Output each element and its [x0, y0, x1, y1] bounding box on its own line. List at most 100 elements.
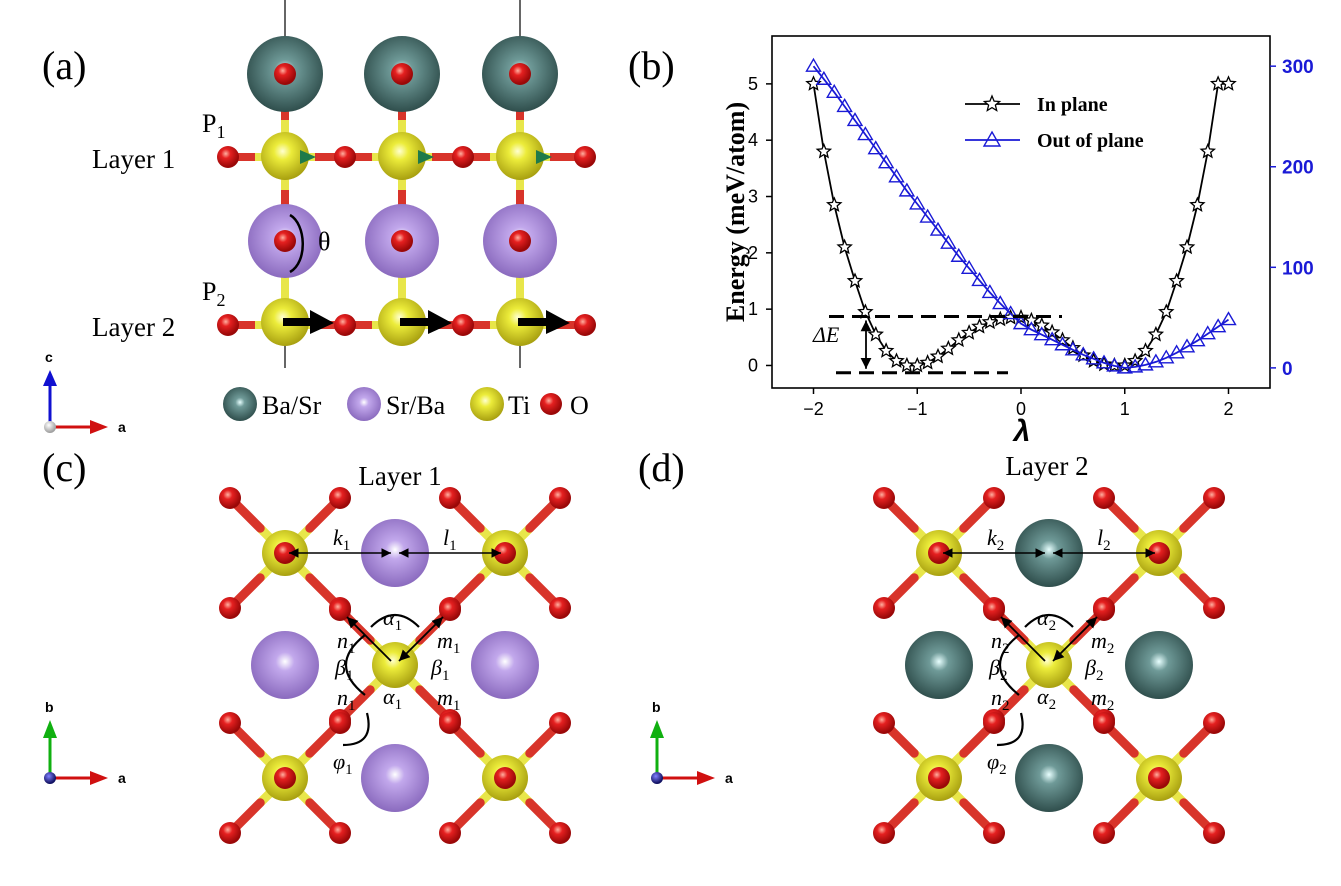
o-atom	[1203, 712, 1225, 734]
m-label: m2	[1091, 628, 1114, 657]
o-atom	[1203, 822, 1225, 844]
x-tick-label: 0	[1016, 399, 1026, 419]
series-lines	[805, 57, 1237, 374]
o-atom	[494, 542, 516, 564]
polarization-arrow	[400, 310, 452, 334]
panel-c-label: (c)	[42, 445, 86, 490]
polarization-arrow	[518, 150, 552, 164]
ti-atom	[378, 132, 426, 180]
data-point	[1199, 142, 1217, 159]
axis-arrow-right	[90, 771, 108, 785]
data-point	[940, 339, 957, 356]
axis-arrow-up	[650, 720, 664, 738]
m-label: m2	[1091, 685, 1114, 714]
sr-ba-atom	[471, 631, 539, 699]
sr-ba-legend-swatch	[347, 387, 381, 421]
data-point	[836, 98, 853, 113]
panel-d-label: (d)	[638, 445, 685, 490]
layer1-label: Layer 1	[92, 144, 175, 174]
o-atom	[1093, 599, 1115, 621]
o-atom	[329, 822, 351, 844]
o-atom	[274, 767, 296, 789]
axis-b-label: b	[652, 699, 661, 715]
m-distance-arrow	[1052, 616, 1098, 662]
o-atom	[219, 487, 241, 509]
o-atom	[1093, 822, 1115, 844]
beta-arc	[344, 634, 366, 696]
o-atom	[274, 542, 296, 564]
data-point	[1033, 326, 1050, 341]
beta-label: β1	[334, 655, 353, 684]
phi-arc	[342, 712, 370, 747]
axis-a-label: a	[725, 770, 733, 786]
data-point	[950, 247, 967, 262]
o-atom	[983, 822, 1005, 844]
o-atom	[439, 599, 461, 621]
o-atom	[217, 314, 239, 336]
y-tick-label: 4	[748, 130, 758, 150]
k-label: k2	[987, 525, 1004, 554]
o-atom	[1093, 712, 1115, 734]
n-label: n2	[991, 628, 1010, 657]
o-atom	[928, 542, 950, 564]
data-point	[815, 142, 833, 159]
polarization-arrows-layer2	[283, 310, 570, 334]
panel-a: (a) θ P1 P2 Layer 1 Layer 2 Ba/Sr Sr/	[42, 0, 596, 435]
data-point	[908, 356, 926, 373]
o-atom	[574, 314, 596, 336]
axis-triad-ba: ba	[43, 699, 126, 786]
theta-arc	[289, 213, 304, 274]
legend-label: Out of plane	[1037, 130, 1144, 152]
data-point	[971, 317, 988, 334]
o-atom	[1203, 487, 1225, 509]
sr-ba-atom	[251, 631, 319, 699]
o-atom	[549, 712, 571, 734]
data-point	[1054, 336, 1071, 351]
polarization-arrow	[283, 310, 334, 334]
legend-sr-ba: Sr/Ba	[386, 391, 446, 420]
o-atom	[329, 712, 351, 734]
o-atom	[219, 822, 241, 844]
beta-label: β2	[988, 655, 1007, 684]
x-tick-label: −2	[803, 399, 824, 419]
data-point	[1220, 75, 1237, 91]
o-atom	[873, 597, 895, 619]
alpha-label: α2	[1037, 605, 1056, 634]
o-atom	[873, 712, 895, 734]
axis-arrow-up	[43, 720, 57, 738]
data-point	[867, 140, 884, 155]
data-point	[867, 325, 884, 342]
alpha-arc	[370, 613, 420, 628]
axis-origin	[44, 421, 56, 433]
data-point	[1043, 331, 1061, 346]
y2-tick-label: 100	[1282, 258, 1314, 279]
o-atom	[873, 822, 895, 844]
m-label: m1	[437, 628, 460, 657]
data-point	[877, 342, 895, 358]
o-atom	[329, 599, 351, 621]
delta-e-label: ΔE	[812, 322, 840, 347]
o-atom	[509, 63, 531, 85]
x-axis-label: λ	[1012, 415, 1031, 448]
data-point	[1116, 359, 1133, 374]
legend-ba-sr: Ba/Sr	[262, 391, 322, 420]
y2-tick-label: 300	[1282, 57, 1314, 78]
data-point	[1126, 358, 1144, 373]
o-atom	[439, 822, 461, 844]
y2-tick-label: 200	[1282, 158, 1314, 179]
data-point	[888, 168, 905, 183]
legend-label: In plane	[1037, 94, 1108, 116]
data-point	[1137, 356, 1154, 371]
data-point	[857, 126, 874, 141]
data-point	[929, 221, 947, 236]
ti-legend-swatch	[470, 387, 504, 421]
o-atom	[574, 146, 596, 168]
o-atom	[391, 230, 413, 252]
data-point	[877, 154, 895, 169]
axis-arrow-up	[43, 370, 57, 386]
